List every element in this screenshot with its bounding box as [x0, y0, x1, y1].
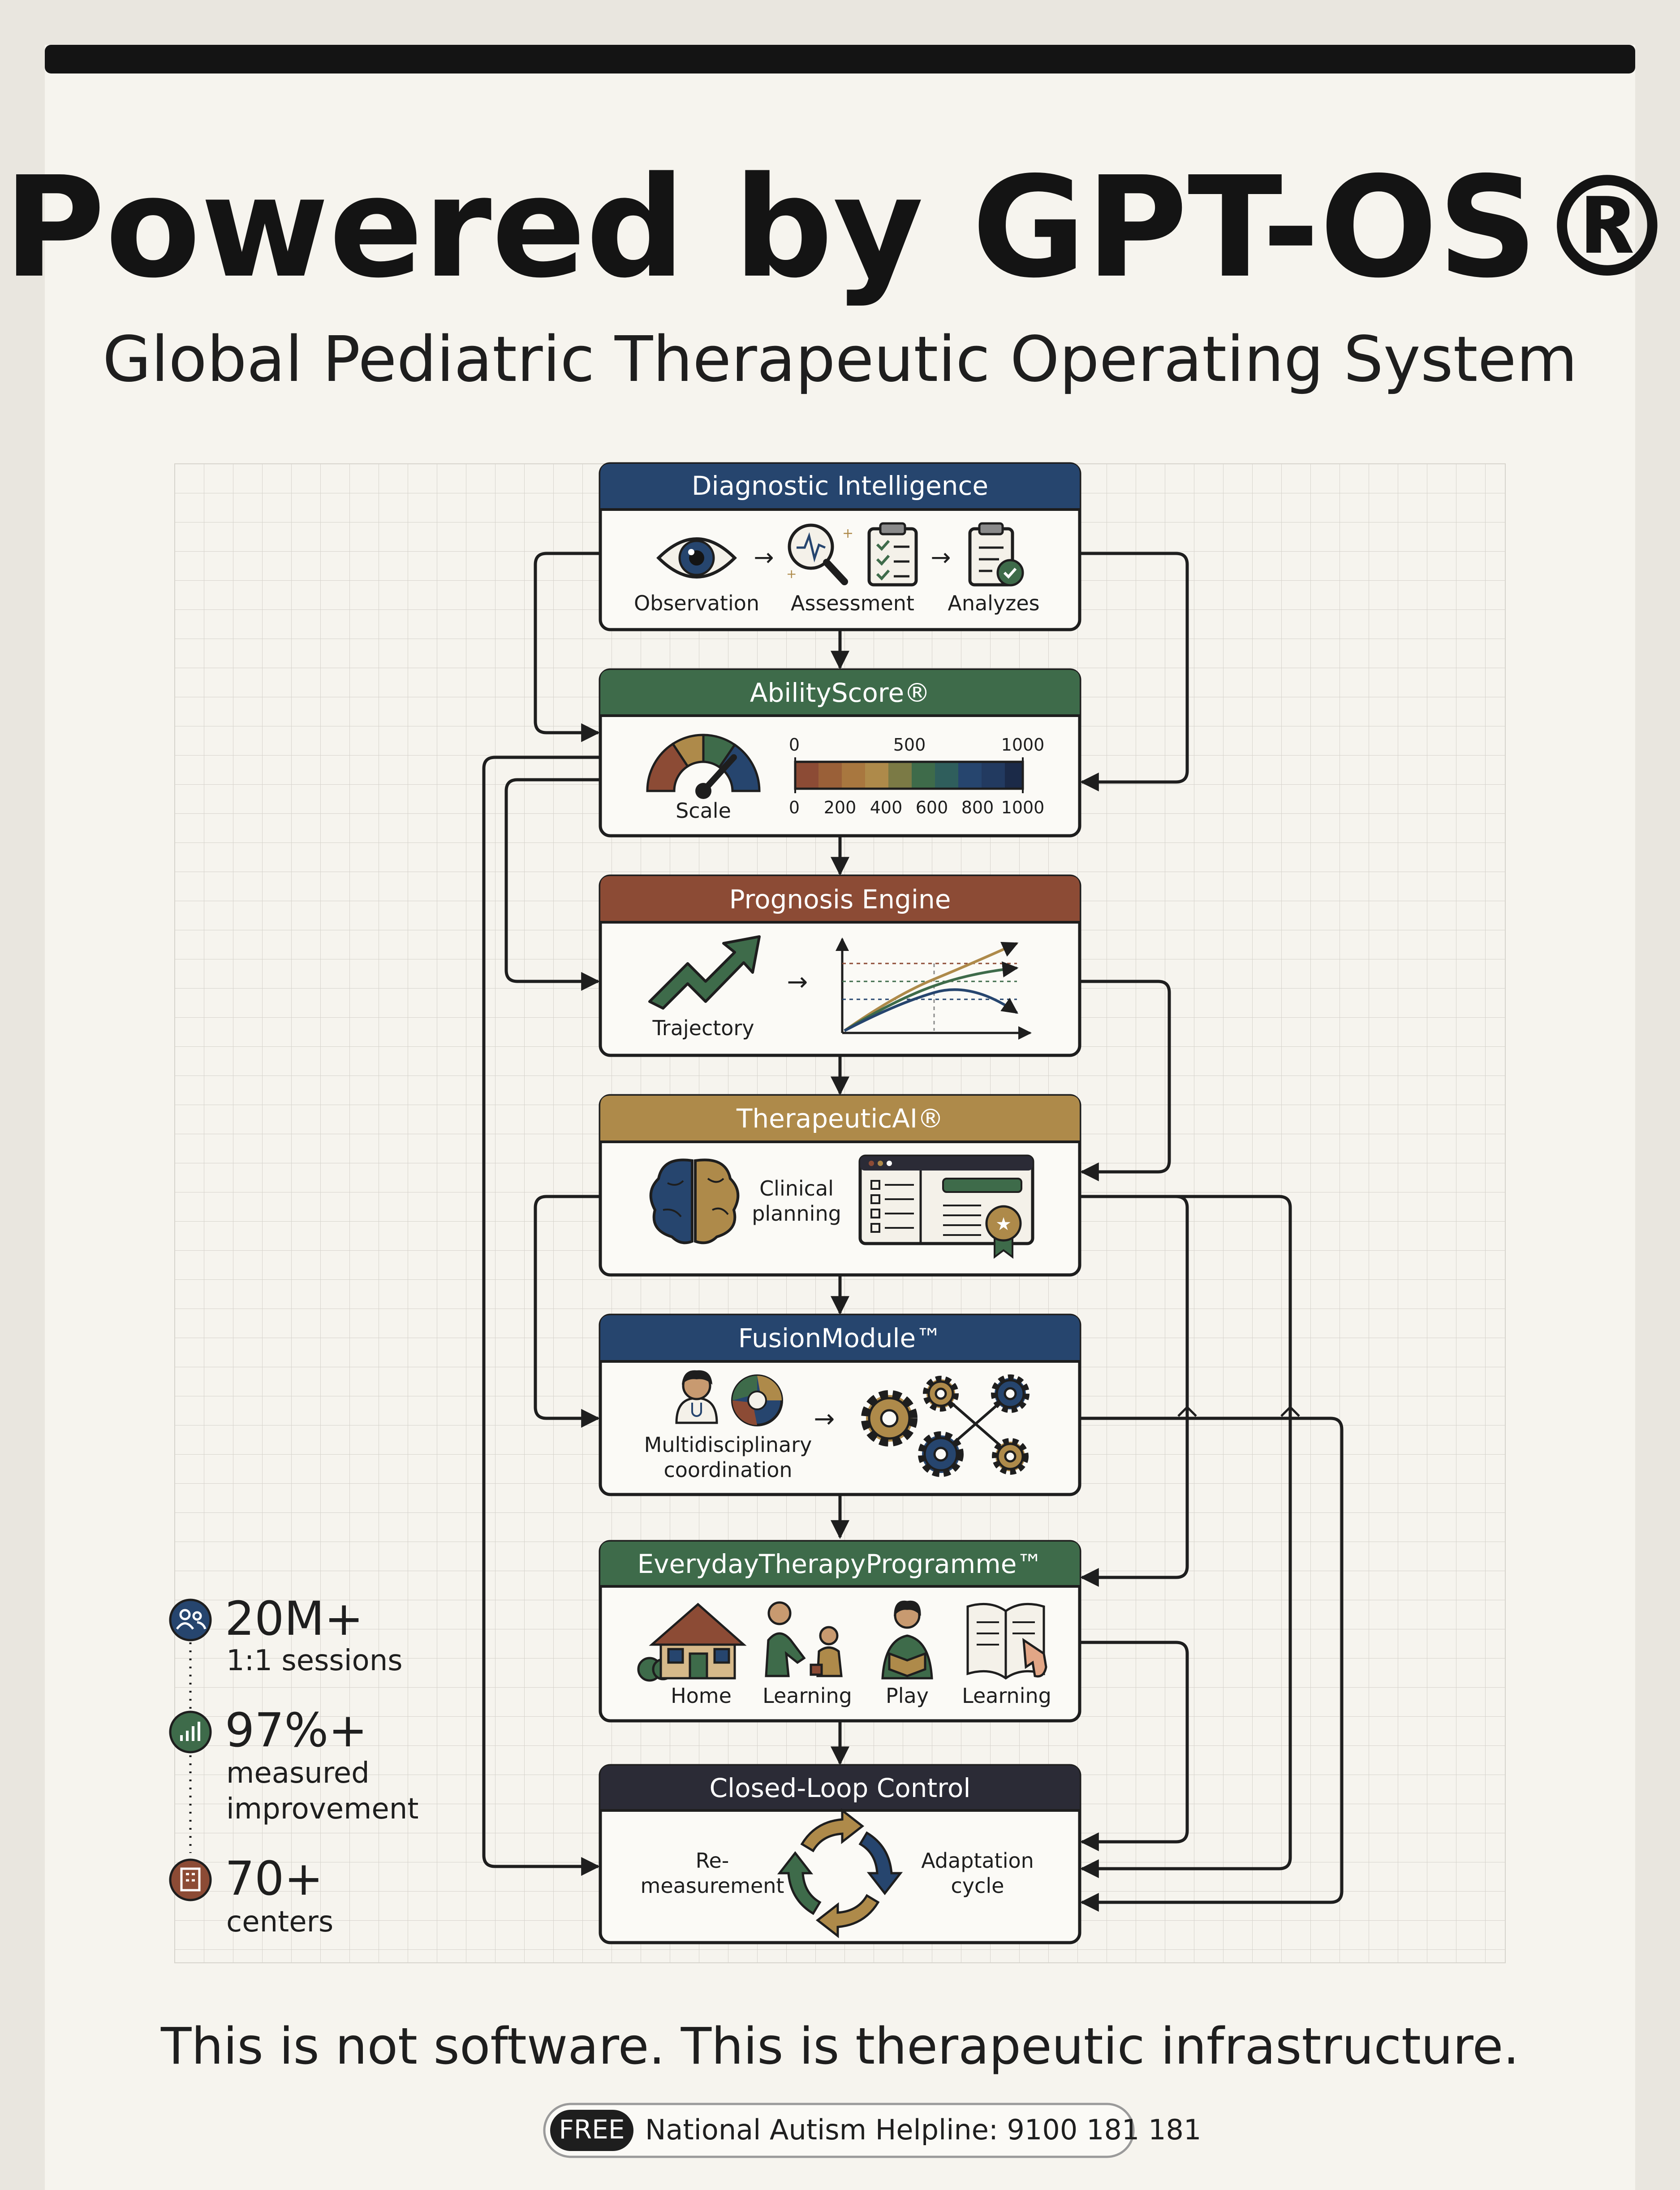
stat-caption: improvement — [226, 1793, 418, 1826]
score-scale-bar — [794, 757, 1024, 793]
icon-label: Trajectory — [652, 1016, 754, 1040]
module-label-line: measurement — [641, 1874, 784, 1898]
module-label-line: Multidisciplinary — [644, 1433, 812, 1457]
stat-value: 97%+ — [225, 1703, 367, 1758]
module-closed-loop-control: Closed-Loop Control Re- measurement Adap… — [599, 1764, 1081, 1944]
module-label-line: coordination — [663, 1458, 792, 1482]
line-crossing-marks — [1177, 1405, 1300, 1417]
module-label-line: Re- — [696, 1849, 729, 1873]
scale-bottom-tick: 0 — [789, 798, 800, 817]
activity-label: Play — [886, 1684, 929, 1708]
report-check-icon — [968, 522, 1024, 587]
building-icon — [180, 1867, 201, 1892]
module-everydaytherapyprogramme: EverydayTherapyProgramme™ — [599, 1540, 1081, 1723]
trending-up-icon — [648, 935, 761, 1010]
module-label-line: cycle — [951, 1874, 1004, 1898]
helpline-text: National Autism Helpline: 9100 181 181 — [645, 2113, 1201, 2146]
module-title: Prognosis Engine — [729, 884, 951, 915]
house-icon — [637, 1603, 747, 1682]
page-subtitle: Global Pediatric Therapeutic Operating S… — [103, 323, 1577, 396]
activity-label: Learning — [762, 1684, 852, 1708]
stat-caption: 1:1 sessions — [226, 1644, 403, 1677]
module-title: Diagnostic Intelligence — [692, 471, 988, 501]
stats-panel: 20M+ 1:1 sessions 97%+ measured improvem… — [169, 1591, 418, 1939]
checklist-icon — [867, 522, 918, 587]
projection-chart-icon — [836, 937, 1032, 1040]
arrow-glyph: → — [787, 968, 808, 997]
step-label: Observation — [634, 591, 759, 615]
gauge-label: Scale — [676, 799, 731, 823]
stat-value: 70+ — [225, 1851, 323, 1906]
arrow-glyph: → — [930, 543, 951, 571]
cycle-arrows-icon — [777, 1808, 903, 1939]
step-label: Analyzes — [948, 591, 1039, 615]
activity-label: Learning — [962, 1684, 1051, 1708]
svg-text:★: ★ — [995, 1214, 1012, 1235]
svg-text:+: + — [786, 566, 797, 581]
module-label-line: Adaptation — [921, 1849, 1034, 1873]
top-bar — [45, 45, 1635, 73]
helpline-pill[interactable]: FREE National Autism Helpline: 9100 181 … — [543, 2103, 1201, 2158]
module-fusionmodule: FusionModule™ Multidisciplinary coordina… — [599, 1313, 1081, 1496]
page-title: Powered by GPT-OS® — [4, 147, 1677, 309]
scale-top-tick: 1000 — [1001, 735, 1045, 755]
brain-icon — [649, 1158, 740, 1244]
parent-child-icon — [765, 1601, 843, 1677]
open-book-icon — [966, 1603, 1047, 1680]
stat-item: 70+ centers — [169, 1851, 333, 1939]
activity-label: Home — [671, 1684, 732, 1708]
eye-icon — [656, 537, 737, 579]
aperture-icon — [731, 1374, 783, 1426]
module-title: AbilityScore® — [750, 678, 930, 708]
scale-top-tick: 0 — [789, 735, 800, 755]
scale-top-tick: 500 — [893, 735, 926, 755]
scale-bottom-tick: 400 — [870, 798, 903, 817]
module-prognosis-engine: Prognosis Engine Trajectory → — [599, 874, 1081, 1057]
bar-chart-icon — [180, 1722, 200, 1741]
module-therapeuticai: TherapeuticAI® Clinical planning — [599, 1094, 1081, 1277]
scale-bottom-tick: 600 — [916, 798, 948, 817]
stat-caption: measured — [226, 1757, 370, 1790]
planning-dashboard-icon: ★ — [858, 1154, 1034, 1259]
step-label: Assessment — [791, 591, 914, 615]
module-title: EverydayTherapyProgramme™ — [638, 1549, 1043, 1579]
stat-caption: centers — [226, 1905, 333, 1939]
gears-icon — [861, 1374, 1030, 1477]
scale-bottom-tick: 200 — [824, 798, 857, 817]
module-title: TherapeuticAI® — [736, 1103, 943, 1134]
people-icon — [176, 1609, 207, 1630]
module-title: FusionModule™ — [738, 1323, 942, 1353]
module-label-line: Clinical — [759, 1176, 834, 1201]
stat-value: 20M+ — [225, 1591, 363, 1646]
tagline: This is not software. This is therapeuti… — [160, 2017, 1519, 2076]
flow-connectors — [482, 552, 1344, 1912]
stat-item: 97%+ measured improvement — [169, 1703, 418, 1826]
module-title: Closed-Loop Control — [710, 1773, 971, 1803]
module-abilityscore: AbilityScore® Scale 0 500 — [599, 668, 1081, 838]
arrow-glyph: → — [754, 543, 774, 571]
reading-child-icon — [881, 1600, 933, 1680]
module-label-line: planning — [752, 1201, 841, 1226]
magnifier-icon: + + — [786, 523, 853, 585]
scale-bottom-tick: 1000 — [1001, 798, 1045, 817]
svg-text:+: + — [842, 526, 853, 541]
gauge-icon — [646, 734, 761, 799]
clinician-icon — [675, 1370, 718, 1424]
scale-bottom-tick: 800 — [961, 798, 994, 817]
module-diagnostic-intelligence: Diagnostic Intelligence → + + — [599, 462, 1081, 631]
arrow-glyph: → — [814, 1404, 835, 1434]
stat-item: 20M+ 1:1 sessions — [169, 1591, 403, 1677]
free-badge: FREE — [559, 2114, 625, 2145]
